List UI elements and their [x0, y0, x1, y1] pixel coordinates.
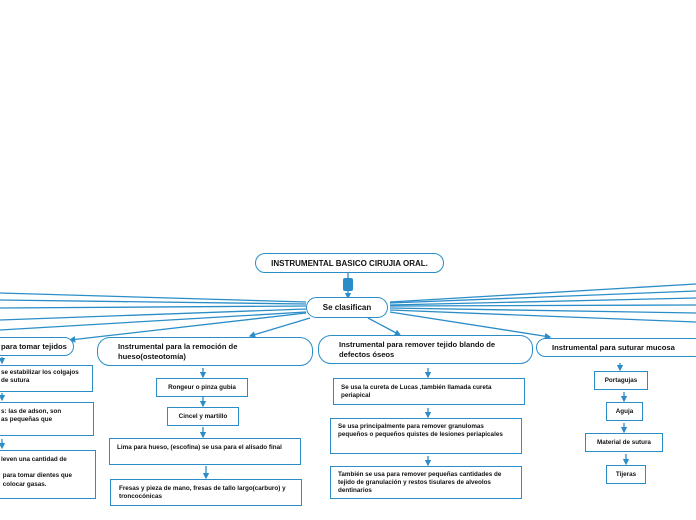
leaf-tomar-1[interactable]: se estabilizar los colgajos de sutura	[0, 365, 93, 392]
leaf-blando-3[interactable]: También se usa para remover pequeñas can…	[330, 466, 522, 499]
leaf-tomar-2[interactable]: s: las de adson, son as pequeñas que	[0, 402, 94, 436]
leaf-text: Se usa principalmente para remover granu…	[338, 423, 503, 439]
leaf-text: Tijeras	[615, 471, 637, 478]
leaf-text: Cincel y martillo	[178, 413, 228, 420]
leaf-text: Fresas y pieza de mano, fresas de tallo …	[119, 485, 286, 501]
branch-remocion-hueso[interactable]: Instrumental para la remoción de hueso(o…	[97, 337, 313, 366]
leaf-suturar-4[interactable]: Tijeras	[606, 465, 646, 484]
branch-label: Instrumental para remover tejido blando …	[339, 340, 496, 359]
leaf-hueso-4[interactable]: Fresas y pieza de mano, fresas de tallo …	[110, 479, 302, 506]
branch-label: para tomar tejidos	[1, 341, 67, 351]
branch-suturar-mucosa[interactable]: Instrumental para suturar mucosa	[536, 338, 696, 357]
leaf-text: Lima para hueso, (escofina) se usa para …	[117, 444, 282, 451]
leaf-text: También se usa para remover pequeñas can…	[338, 471, 502, 495]
leaf-text: se estabilizar los colgajos de sutura	[1, 369, 79, 385]
branch-tomar-tejidos[interactable]: para tomar tejidos	[0, 337, 74, 356]
leaf-text: Se usa la cureta de Lucas ,también llama…	[341, 384, 492, 400]
leaf-blando-1[interactable]: Se usa la cureta de Lucas ,también llama…	[333, 378, 525, 405]
leaf-text: Rongeur o pinza gubia	[168, 384, 236, 391]
leaf-text: Material de sutura	[597, 439, 651, 446]
leaf-hueso-2[interactable]: Cincel y martillo	[167, 407, 239, 426]
link-handle	[343, 278, 353, 291]
branch-tejido-blando[interactable]: Instrumental para remover tejido blando …	[318, 335, 533, 364]
leaf-hueso-1[interactable]: Rongeur o pinza gubia	[156, 378, 248, 397]
leaf-hueso-3[interactable]: Lima para hueso, (escofina) se usa para …	[109, 438, 301, 465]
leaf-suturar-1[interactable]: Portagujas	[594, 371, 648, 390]
leaf-text: leven una cantidad de para tomar dientes…	[1, 456, 73, 488]
connector-node[interactable]: Se clasifican	[306, 297, 388, 318]
leaf-text: s: las de adson, son as pequeñas que	[1, 408, 62, 424]
connector-label: Se clasifican	[322, 303, 372, 312]
leaf-text: Aguja	[615, 408, 634, 415]
root-label: INSTRUMENTAL BASICO CIRUJIA ORAL.	[271, 258, 428, 268]
leaf-suturar-3[interactable]: Material de sutura	[585, 433, 663, 452]
branch-label: Instrumental para la remoción de hueso(o…	[118, 342, 238, 361]
leaf-suturar-2[interactable]: Aguja	[606, 402, 643, 421]
leaf-blando-2[interactable]: Se usa principalmente para remover granu…	[330, 418, 522, 454]
root-node[interactable]: INSTRUMENTAL BASICO CIRUJIA ORAL.	[255, 253, 444, 273]
branch-label: Instrumental para suturar mucosa	[552, 342, 675, 352]
leaf-text: Portagujas	[604, 377, 638, 384]
leaf-tomar-3[interactable]: leven una cantidad de para tomar dientes…	[0, 450, 96, 499]
